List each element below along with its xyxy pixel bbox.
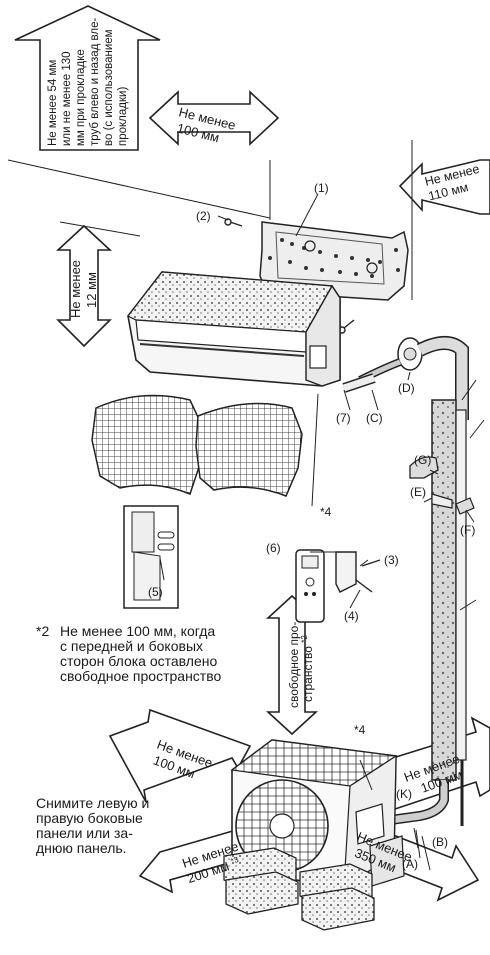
clearance-label-top-left: Не менее 54 мм или не менее 130 мм при п… — [47, 14, 129, 146]
part-label-D: (D) — [398, 381, 415, 395]
panel-removal-text: Снимите левую и правую боковые панели ил… — [36, 795, 150, 856]
leader-lines — [159, 193, 477, 871]
part-label-7: (7) — [336, 411, 351, 425]
footnote-2: *2 Не менее 100 мм, когда с передней и б… — [36, 624, 276, 684]
part-label-K: (K) — [396, 787, 412, 801]
part-label-F: (F) — [460, 523, 475, 537]
clearance-label-free-space: свободное про- странство *2 — [287, 618, 315, 708]
air-filter — [195, 402, 303, 497]
clearance-arrow-right-top — [398, 159, 490, 215]
battery-detail — [123, 505, 179, 609]
part-label-2: (2) — [196, 209, 211, 223]
note-ref-4-outdoor: *4 — [354, 723, 366, 737]
panel-removal-note: Снимите левую и правую боковые панели ил… — [36, 796, 186, 856]
footnote-mark: *2 — [36, 623, 50, 639]
foundation-block — [223, 847, 375, 931]
part-label-G: (G) — [414, 453, 431, 467]
part-label-3: (3) — [384, 553, 399, 567]
clearance-arrow-top-left — [14, 5, 161, 151]
part-label-A: (A) — [402, 857, 418, 871]
remote-controller — [295, 549, 325, 623]
clearance-arrow-left-mid — [55, 224, 113, 348]
note-ref-4-indoor: *4 — [320, 505, 332, 519]
part-label-6: (6) — [266, 541, 281, 555]
wall-line — [7, 159, 271, 219]
part-label-E: (E) — [410, 485, 426, 499]
wall-pipe-assembly — [342, 336, 469, 420]
part-label-C: (C) — [366, 411, 383, 425]
clearance-arrow-top-mid — [148, 90, 280, 146]
wall-line — [59, 221, 141, 237]
mounting-plate — [259, 221, 409, 301]
drain-hose — [455, 409, 467, 761]
saddle-clamp — [409, 456, 475, 515]
part-label-5: (5) — [148, 585, 163, 599]
remote-holder — [335, 551, 381, 593]
part-label-4: (4) — [344, 609, 359, 623]
part-label-B: (B) — [432, 835, 448, 849]
clearance-label-left-mid: Не менее 12 мм — [68, 256, 99, 318]
air-filter — [91, 394, 205, 495]
pipe-cover-hose — [431, 399, 457, 781]
footnote-text: Не менее 100 мм, когда с передней и боко… — [60, 623, 222, 684]
indoor-unit — [127, 271, 341, 387]
part-label-1: (1) — [314, 181, 329, 195]
